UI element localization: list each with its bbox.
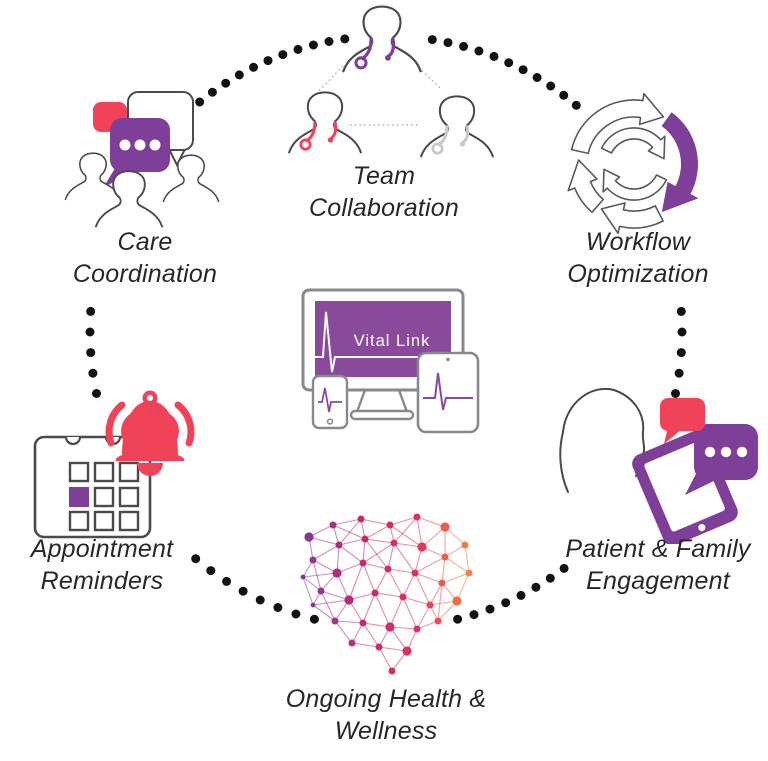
workflow-arrows-icon [567, 92, 699, 234]
doctor-purple-icon [341, 4, 423, 73]
ekg-line [315, 311, 451, 373]
label-line: Patient & Family [565, 535, 751, 563]
tablet-icon [416, 351, 480, 434]
label-line: Team [352, 162, 416, 190]
chat-bubbles-people-icon [64, 91, 220, 228]
chat-bubble-pink [660, 398, 705, 431]
team-doctors-icon [287, 4, 495, 158]
label-line: Reminders [40, 567, 164, 595]
devices-vital-monitor-icon: Vital Link [301, 288, 480, 434]
label-team-collaboration: Team Collaboration [274, 160, 494, 224]
screen-brand-text: Vital Link [354, 332, 431, 350]
label-care-coordination: Care Coordination [45, 226, 245, 290]
label-line: Optimization [567, 260, 709, 288]
network-heart-icon [300, 513, 473, 675]
label-appointment-reminders: Appointment Reminders [2, 533, 202, 597]
label-line: Ongoing Health & [285, 685, 487, 713]
label-workflow-optimization: Workflow Optimization [526, 226, 750, 290]
smartphone-icon [311, 374, 349, 430]
highlighted-day-cell [69, 487, 89, 507]
label-ongoing-health-wellness: Ongoing Health & Wellness [262, 683, 510, 747]
doctor-red-icon [287, 90, 363, 154]
label-line: Coordination [72, 260, 218, 288]
label-line: Engagement [586, 567, 730, 595]
bell-icon [105, 390, 195, 476]
calendar-icon [33, 435, 152, 539]
patient-tablet-chat-icon [559, 387, 758, 544]
monitor-stand [349, 409, 415, 421]
label-line: Care [117, 228, 173, 256]
label-line: Collaboration [309, 194, 459, 222]
doctor-gray-icon [419, 94, 495, 158]
label-line: Appointment [30, 535, 174, 563]
patient-head-icon [559, 387, 646, 493]
label-line: Workflow [585, 228, 691, 256]
label-patient-family-engagement: Patient & Family Engagement [544, 533, 768, 597]
calendar-bell-icon [33, 390, 195, 539]
label-line: Wellness [334, 717, 438, 745]
